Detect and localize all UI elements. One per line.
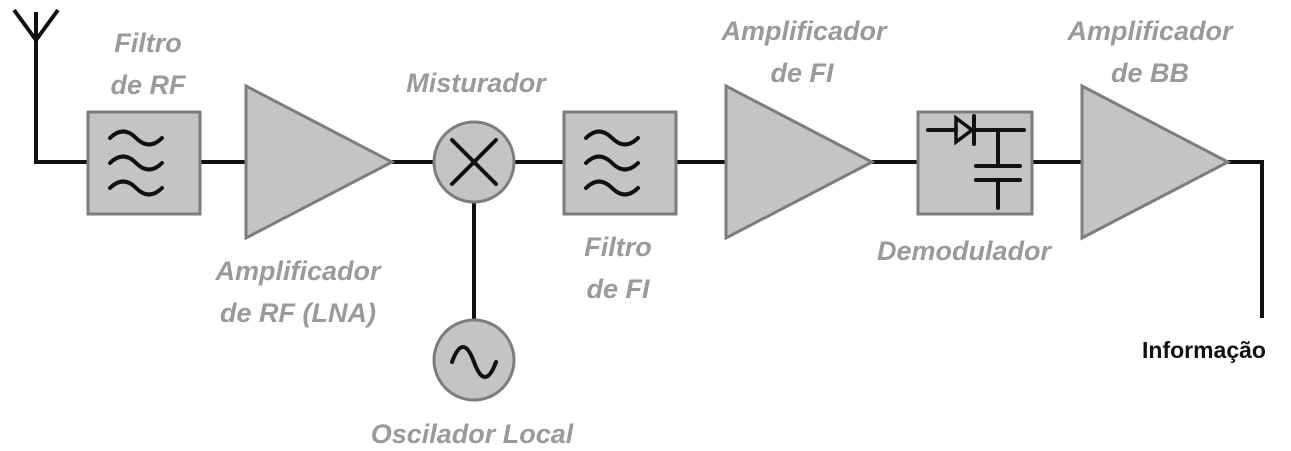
rf-filter-label-line1: Filtro xyxy=(114,28,182,58)
if-filter-block xyxy=(562,110,678,216)
diode-capacitor-icon xyxy=(926,114,1026,210)
local-oscillator-label: Oscilador Local xyxy=(371,419,574,449)
sine-wave-icon xyxy=(450,345,498,379)
lna-label-line1: Amplificador xyxy=(214,256,382,286)
if-filter-label-line1: Filtro xyxy=(584,232,652,262)
filter-symbol-icon xyxy=(108,129,164,197)
mixer-label: Misturador xyxy=(406,68,547,98)
if-amplifier-triangle xyxy=(724,83,876,241)
if-filter-label-line2: de FI xyxy=(586,274,650,304)
bb-amplifier-triangle xyxy=(1080,83,1232,241)
bb-amplifier-label-line2: de BB xyxy=(1111,58,1189,88)
signal-wires xyxy=(34,160,1264,320)
antenna-icon xyxy=(12,8,60,162)
lna-label-line2: de RF (LNA) xyxy=(220,298,376,328)
bb-amplifier-label-line1: Amplificador xyxy=(1066,16,1234,46)
local-oscillator-symbol xyxy=(432,318,516,402)
rf-filter-block xyxy=(86,110,202,216)
demodulator-label: Demodulador xyxy=(877,236,1053,266)
rf-filter-label-line2: de RF xyxy=(110,70,187,100)
demodulator-block xyxy=(916,110,1034,216)
output-information-label: Informação xyxy=(1142,337,1266,363)
lna-amplifier-triangle xyxy=(244,83,396,241)
mixer-symbol xyxy=(432,120,516,204)
if-amplifier-label-line1: Amplificador xyxy=(720,16,888,46)
if-amplifier-label-line2: de FI xyxy=(770,58,834,88)
filter-symbol-icon xyxy=(584,129,640,197)
